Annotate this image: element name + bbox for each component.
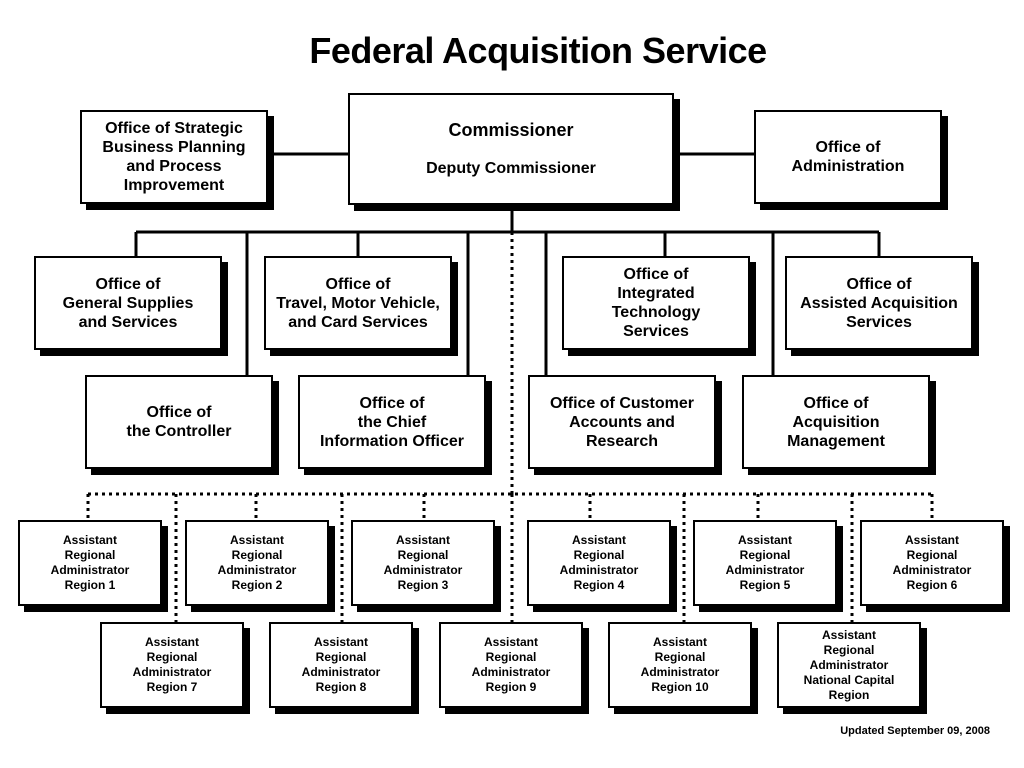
- office-assisted-acquisition: Office of Assisted Acquisition Services: [785, 256, 973, 350]
- office-label: Office of the Chief Information Officer: [319, 394, 464, 450]
- region-label: Assistant Regional Administrator Nationa…: [803, 627, 895, 702]
- region-box: Assistant Regional Administrator Region …: [100, 622, 244, 708]
- region-label: Assistant Regional Administrator Region …: [640, 635, 720, 694]
- office-label: Office of Acquisition Management: [787, 394, 885, 450]
- region-box: Assistant Regional Administrator Region …: [351, 520, 495, 606]
- region-box: Assistant Regional Administrator Nationa…: [777, 622, 921, 708]
- region-box: Assistant Regional Administrator Region …: [693, 520, 837, 606]
- office-label: Office of Travel, Motor Vehicle, and Car…: [276, 275, 440, 331]
- region-box: Assistant Regional Administrator Region …: [527, 520, 671, 606]
- updated-date: Updated September 09, 2008: [840, 725, 990, 737]
- office-label: Office of Customer Accounts and Research: [549, 394, 694, 450]
- office-travel-motor-vehicle: Office of Travel, Motor Vehicle, and Car…: [264, 256, 452, 350]
- region-label: Assistant Regional Administrator Region …: [383, 533, 463, 592]
- office-administration: Office of Administration: [754, 110, 942, 204]
- region-label: Assistant Regional Administrator Region …: [301, 635, 381, 694]
- office-label: Office of General Supplies and Services: [62, 275, 194, 331]
- office-customer-accounts: Office of Customer Accounts and Research: [528, 375, 716, 469]
- region-label: Assistant Regional Administrator Region …: [50, 533, 130, 592]
- commissioner-title: Commissioner: [448, 120, 574, 140]
- region-label: Assistant Regional Administrator Region …: [132, 635, 212, 694]
- region-label: Assistant Regional Administrator Region …: [471, 635, 551, 694]
- office-controller: Office of the Controller: [85, 375, 273, 469]
- region-label: Assistant Regional Administrator Region …: [725, 533, 805, 592]
- office-label: Office of Administration: [791, 139, 905, 175]
- region-label: Assistant Regional Administrator Region …: [559, 533, 639, 592]
- region-label: Assistant Regional Administrator Region …: [892, 533, 972, 592]
- office-integrated-technology: Office of Integrated Technology Services: [562, 256, 750, 350]
- region-box: Assistant Regional Administrator Region …: [185, 520, 329, 606]
- office-label: Office of Strategic Business Planning an…: [102, 120, 246, 194]
- region-box: Assistant Regional Administrator Region …: [269, 622, 413, 708]
- region-box: Assistant Regional Administrator Region …: [608, 622, 752, 708]
- office-label: Office of Integrated Technology Services: [611, 266, 701, 340]
- office-strategic-business-planning: Office of Strategic Business Planning an…: [80, 110, 268, 204]
- office-label: Office of the Controller: [126, 404, 232, 440]
- office-general-supplies: Office of General Supplies and Services: [34, 256, 222, 350]
- office-acquisition-management: Office of Acquisition Management: [742, 375, 930, 469]
- deputy-commissioner-label: Deputy Commissioner: [426, 160, 596, 177]
- commissioner-box: Commissioner Deputy Commissioner: [348, 93, 674, 205]
- region-box: Assistant Regional Administrator Region …: [860, 520, 1004, 606]
- office-label: Office of Assisted Acquisition Services: [800, 275, 958, 331]
- region-box: Assistant Regional Administrator Region …: [18, 520, 162, 606]
- office-chief-information-officer: Office of the Chief Information Officer: [298, 375, 486, 469]
- page-title: Federal Acquisition Service: [309, 30, 767, 71]
- region-label: Assistant Regional Administrator Region …: [217, 533, 297, 592]
- region-box: Assistant Regional Administrator Region …: [439, 622, 583, 708]
